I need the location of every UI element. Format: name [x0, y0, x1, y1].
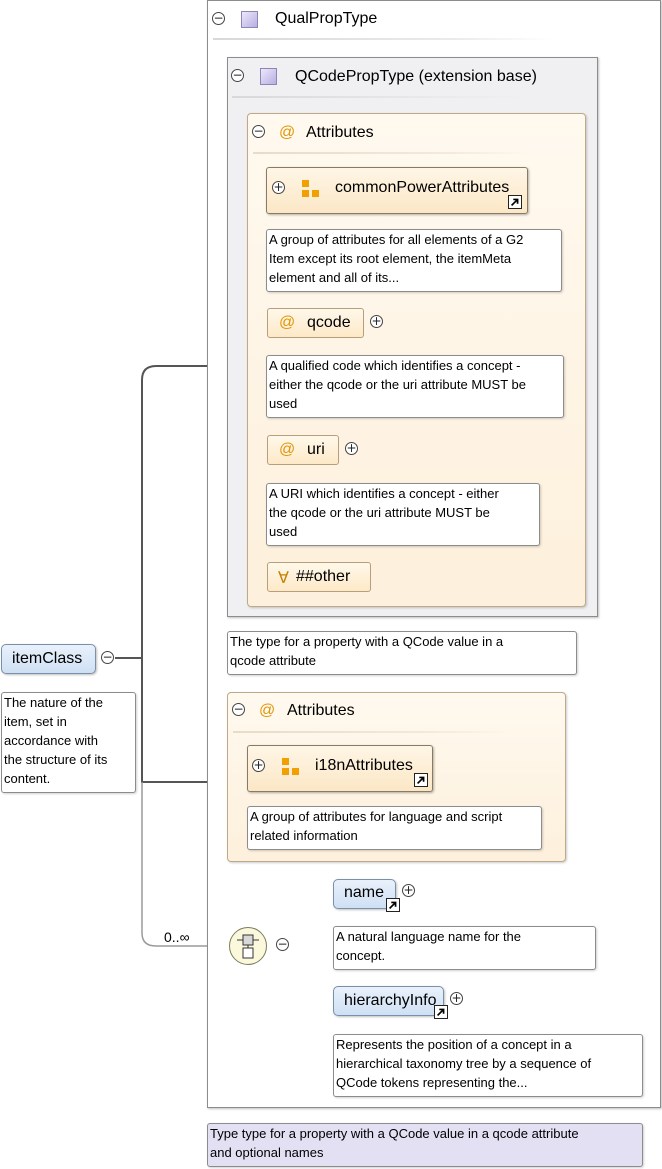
- own-attributes-divider: [233, 731, 513, 733]
- name-element[interactable]: [333, 879, 396, 909]
- type-header-divider: [213, 38, 553, 40]
- any-attribute-box[interactable]: [267, 562, 371, 592]
- qcode-attribute-name: qcode: [307, 314, 351, 331]
- extension-header-divider: [232, 96, 532, 98]
- i18n-attributes-name: i18nAttributes: [315, 757, 413, 774]
- collapse-item-class-toggle[interactable]: −: [101, 650, 114, 664]
- expand-name-toggle[interactable]: +: [402, 883, 415, 897]
- item-class-doc: The nature of the item, set in accordanc…: [1, 692, 136, 793]
- i18n-group-icon: [282, 758, 299, 775]
- expand-i18n-toggle[interactable]: +: [252, 758, 265, 772]
- collapse-ext-attributes-toggle[interactable]: −: [252, 124, 265, 138]
- collapse-type-toggle[interactable]: −: [212, 11, 225, 25]
- extension-doc: The type for a property with a QCode val…: [227, 631, 577, 675]
- complex-type-icon: [241, 11, 258, 28]
- common-power-attributes-name: commonPowerAttributes: [335, 179, 510, 196]
- i18n-doc: A group of attributes for language and s…: [247, 806, 542, 850]
- attributes-icon: @: [279, 124, 296, 141]
- collapse-extension-toggle[interactable]: −: [231, 68, 244, 82]
- reference-arrow-icon[interactable]: [508, 195, 522, 209]
- qcode-attribute-icon: @: [279, 314, 296, 331]
- extension-type-icon: [260, 68, 277, 85]
- hierarchy-info-element[interactable]: [333, 986, 444, 1016]
- i18n-reference-arrow-icon[interactable]: [414, 773, 428, 787]
- any-attribute-symbol: ∀: [278, 570, 289, 587]
- uri-attribute-box[interactable]: [267, 435, 339, 465]
- name-element-name: name: [344, 884, 385, 901]
- type-doc: Type type for a property with a QCode va…: [207, 1123, 643, 1167]
- uri-attribute-icon: @: [279, 441, 296, 458]
- hierarchy-info-name: hierarchyInfo: [344, 992, 437, 1009]
- own-attributes-label: Attributes: [287, 702, 355, 719]
- i18n-attributes-box[interactable]: [247, 745, 433, 792]
- name-reference-arrow-icon[interactable]: [386, 898, 400, 912]
- hierarchy-reference-arrow-icon[interactable]: [434, 1005, 448, 1019]
- uri-doc: A URI which identifies a concept - eithe…: [266, 483, 540, 546]
- ext-attributes-label: Attributes: [306, 124, 374, 141]
- hierarchy-doc: Represents the position of a concept in …: [333, 1034, 643, 1097]
- collapse-own-attributes-toggle[interactable]: −: [232, 702, 245, 716]
- expand-uri-toggle[interactable]: +: [345, 441, 358, 455]
- expand-hierarchy-toggle[interactable]: +: [450, 991, 463, 1005]
- common-power-doc: A group of attributes for all elements o…: [266, 229, 562, 292]
- attribute-group-icon: [302, 180, 319, 197]
- own-attributes-icon: @: [259, 702, 276, 719]
- sequence-icon: [237, 934, 259, 959]
- sequence-multiplicity: 0..∞: [164, 929, 190, 945]
- name-doc: A natural language name for the concept.: [333, 926, 596, 970]
- any-attribute-name: ##other: [296, 568, 351, 585]
- item-class-element[interactable]: [1, 644, 96, 674]
- expand-qcode-toggle[interactable]: +: [370, 314, 383, 328]
- collapse-sequence-toggle[interactable]: −: [276, 937, 289, 951]
- type-name: QualPropType: [275, 10, 378, 27]
- expand-common-power-toggle[interactable]: +: [272, 180, 285, 194]
- qcode-attribute-box[interactable]: [267, 308, 364, 338]
- ext-attributes-divider: [253, 152, 533, 154]
- uri-attribute-name: uri: [307, 441, 325, 458]
- item-class-name: itemClass: [12, 650, 83, 667]
- common-power-attributes-box[interactable]: [266, 167, 528, 214]
- qcode-doc: A qualified code which identifies a conc…: [266, 355, 564, 418]
- extension-name: QCodePropType (extension base): [295, 68, 537, 85]
